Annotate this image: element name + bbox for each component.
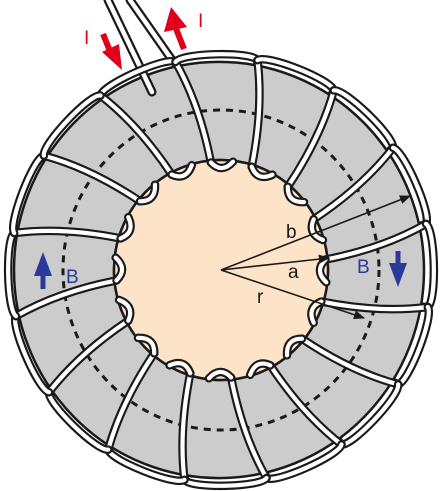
- radius-b-label: b: [286, 222, 297, 243]
- winding-turn: [171, 57, 216, 167]
- winding-inner-wrap: [245, 359, 275, 380]
- winding-inner-wrap: [135, 180, 160, 206]
- radius-a-arrow: [220, 254, 331, 271]
- winding-outer-wrap: [96, 56, 180, 100]
- winding-inner-wrap: [307, 215, 328, 245]
- winding-turn: [178, 369, 195, 485]
- winding-outer-wrap: [262, 440, 346, 484]
- winding-turn: [96, 91, 176, 179]
- winding-inner-wrap: [165, 358, 195, 378]
- winding-front-segments: [3, 49, 439, 491]
- current-in-arrow-icon: [100, 32, 122, 70]
- winding-turn: [317, 297, 433, 314]
- winding-outer-wrap: [171, 49, 262, 67]
- winding-turn: [9, 226, 125, 243]
- winding-inner-wrap: [282, 334, 307, 360]
- winding-turn: [103, 349, 159, 454]
- winding-outer-wrap: [388, 143, 432, 229]
- winding-turn: [39, 151, 145, 206]
- winding-outer-wrap: [8, 151, 49, 238]
- field-right-label: B: [357, 257, 370, 278]
- radius-r-arrow: [220, 269, 366, 320]
- winding-outer-wrap: [39, 91, 105, 160]
- winding-turn: [226, 373, 271, 483]
- radius-r-label: r: [257, 287, 264, 308]
- winding-outer-wrap: [421, 219, 439, 312]
- winding-inner-wrap: [116, 212, 135, 243]
- winding-inner-wrap: [247, 162, 277, 182]
- current-out-label: I: [198, 11, 203, 32]
- winding-inner-wrap: [133, 333, 159, 358]
- winding-outer-wrap: [393, 302, 434, 389]
- radius-arrows: [220, 195, 412, 320]
- winding-outer-wrap: [337, 380, 403, 449]
- radius-b-arrow: [220, 195, 412, 271]
- winding-turn: [247, 55, 264, 171]
- winding-turn: [309, 143, 398, 224]
- winding-turn: [266, 361, 346, 449]
- winding-outer-wrap: [103, 445, 189, 486]
- winding-inner-wrap: [206, 157, 238, 173]
- winding-inner-wrap: [167, 160, 197, 181]
- winding-turn: [11, 276, 121, 321]
- current-out-arrow-icon: [164, 7, 187, 51]
- winding-outer-wrap: [180, 473, 271, 491]
- winding-inner-wrap: [283, 182, 309, 207]
- winding-turn: [283, 86, 339, 191]
- mean-path-dashed-circle: [61, 108, 381, 432]
- winding-inner-wrap: [204, 367, 236, 383]
- winding-outer-wrap: [329, 86, 398, 153]
- field-down-arrow-icon: [389, 251, 407, 287]
- winding-outer-wrap: [3, 228, 21, 321]
- lead-wires: [103, 0, 177, 97]
- winding-inner-wrap: [114, 295, 135, 325]
- winding-turn: [321, 219, 431, 264]
- radius-a-label: a: [288, 262, 299, 283]
- current-in-label: I: [84, 28, 89, 49]
- winding-turn: [44, 316, 133, 397]
- winding-turn: [297, 334, 403, 389]
- winding-outer-wrap: [253, 54, 339, 95]
- winding-inner-wrap: [111, 253, 127, 285]
- winding-outer-wrap: [44, 387, 113, 454]
- winding-outer-wrap: [10, 311, 54, 397]
- field-up-arrow-icon: [34, 252, 52, 289]
- field-left-label: B: [66, 267, 79, 288]
